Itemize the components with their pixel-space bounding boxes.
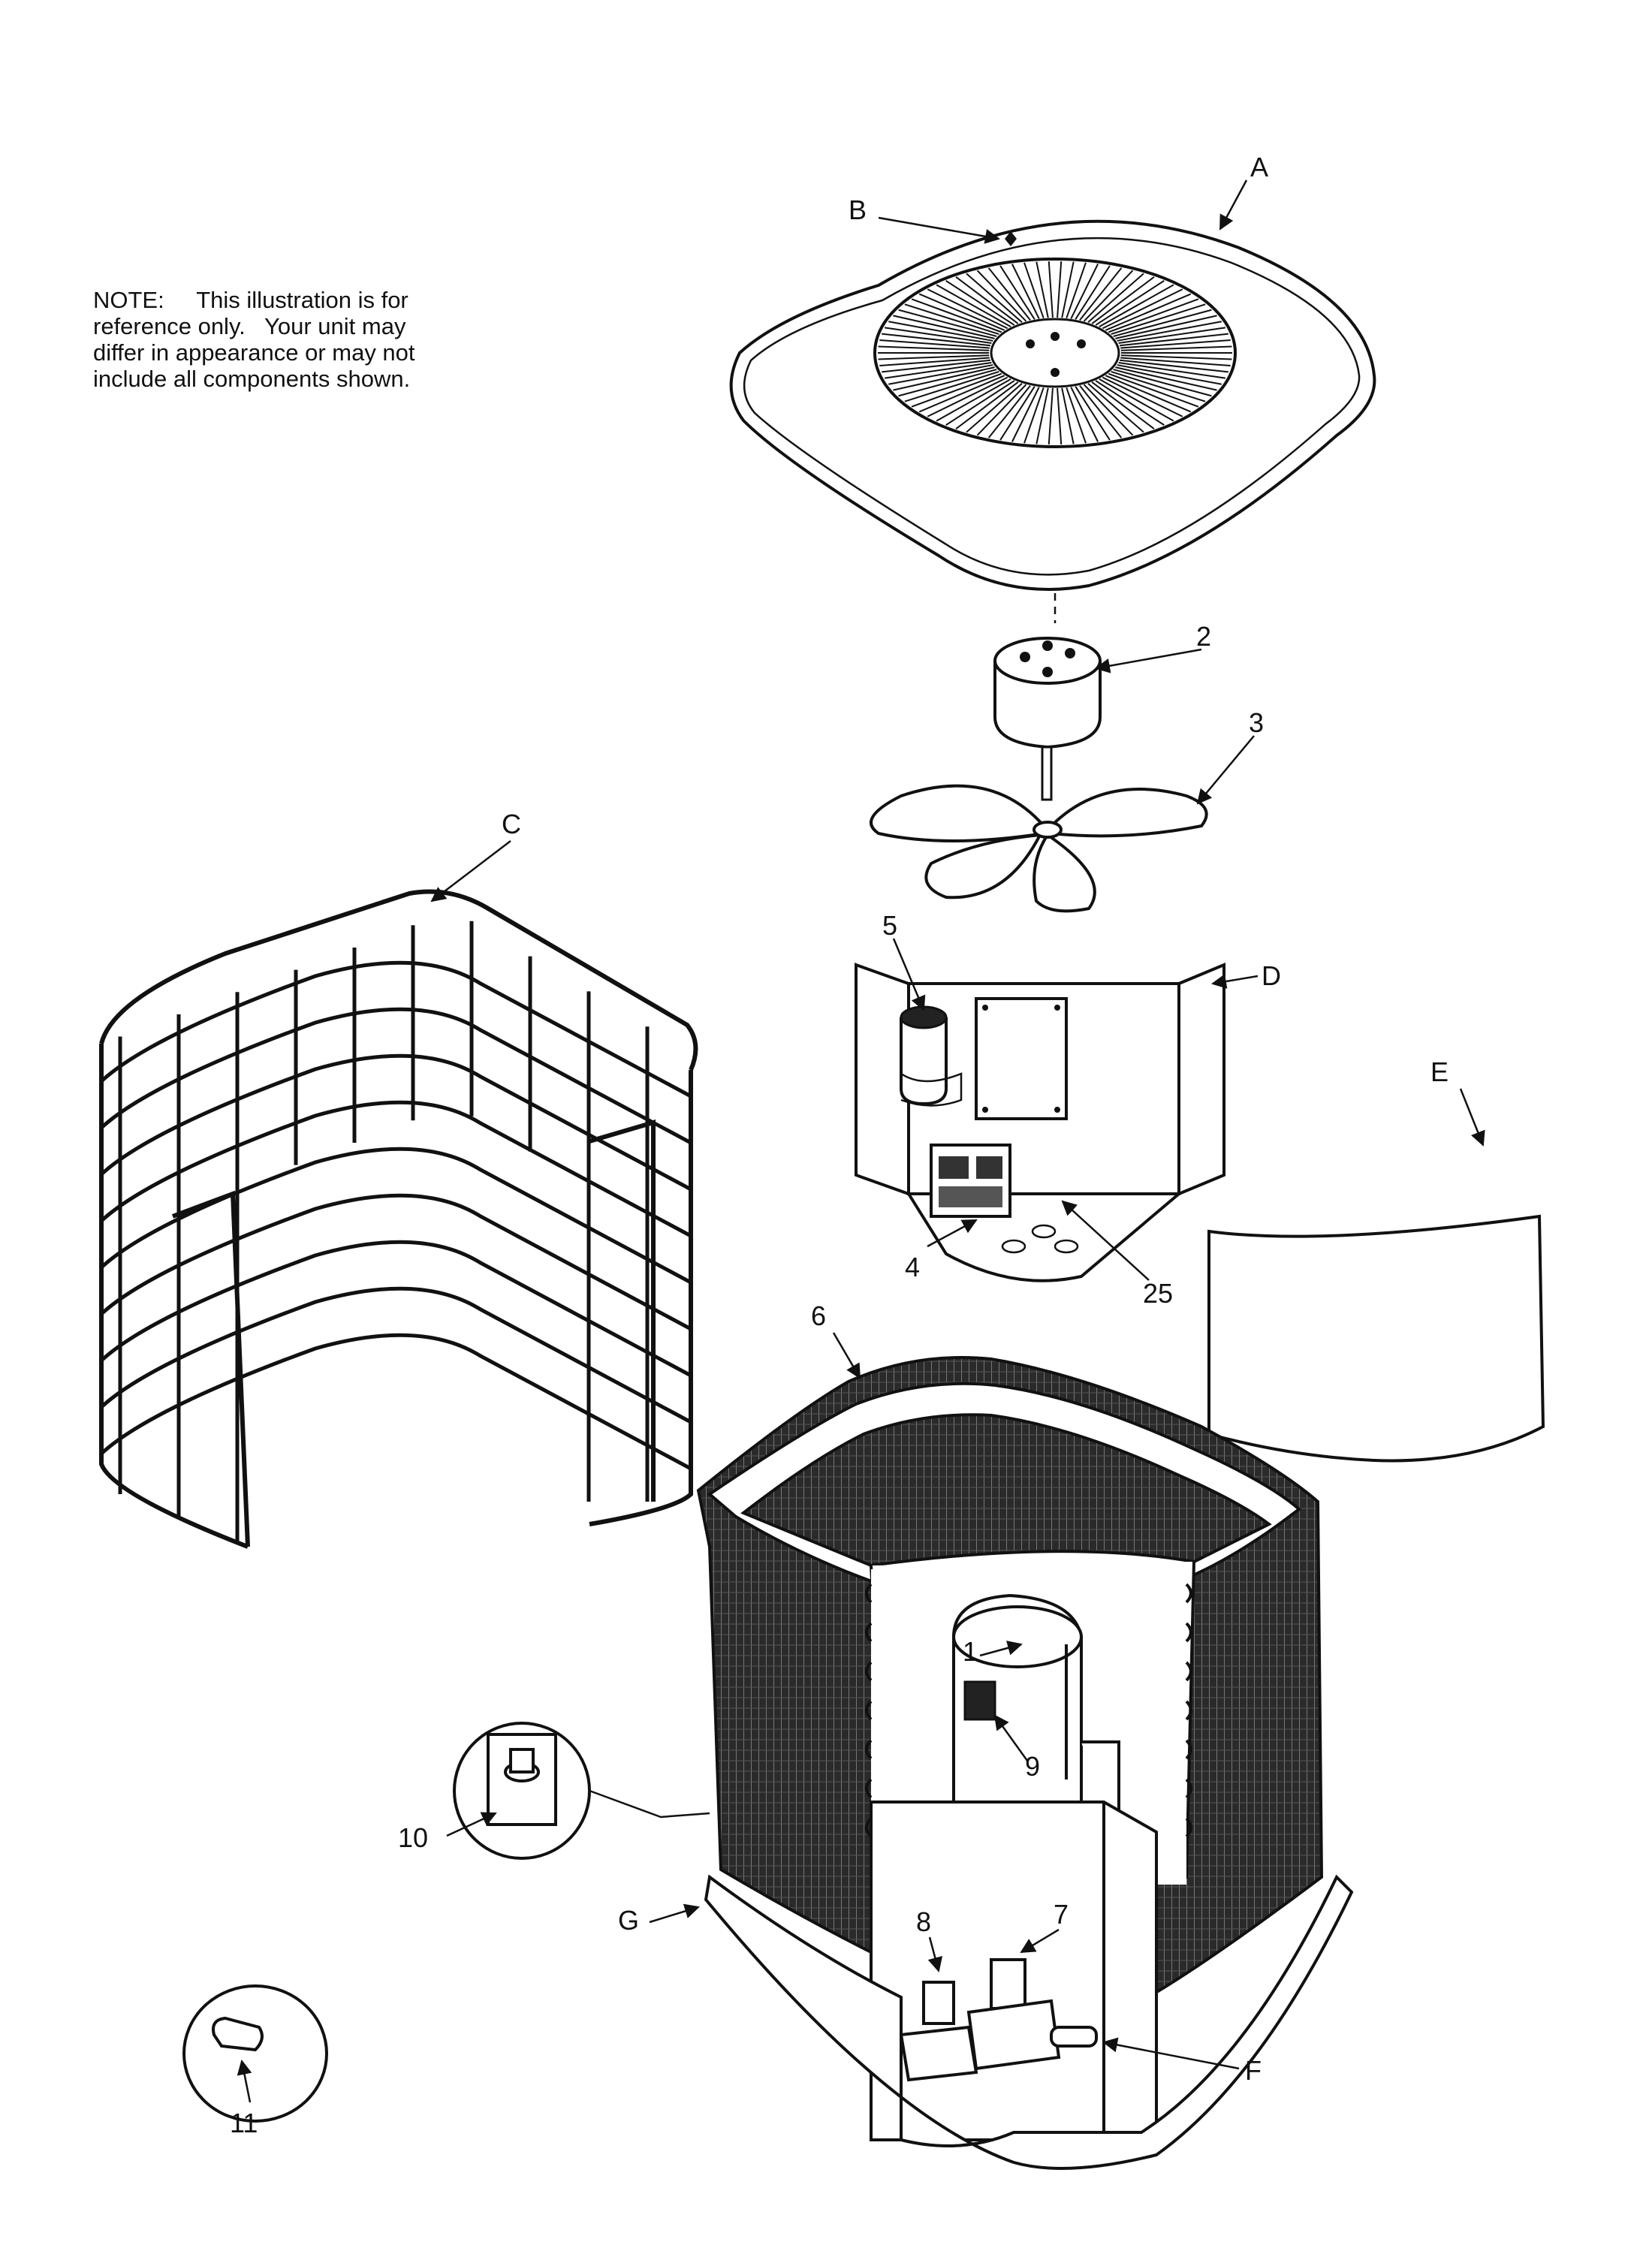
note-line-3: differ in appearance or may not [93, 339, 415, 366]
run-capacitor [900, 1005, 963, 1107]
callout-9: 9 [1025, 1751, 1040, 1782]
callout-7: 7 [1054, 1899, 1069, 1930]
callout-4: 4 [905, 1252, 920, 1282]
fan-blade [870, 784, 1208, 913]
note-line-4: include all components shown. [93, 366, 411, 392]
callout-5: 5 [882, 910, 897, 941]
callout-6: 6 [811, 1300, 826, 1331]
detail-bolt-10 [453, 1722, 710, 1860]
note-line-1: NOTE: This illustration is for [93, 287, 408, 313]
callout-e: E [1430, 1056, 1449, 1087]
callout-labels: A B C D E F G 1 2 3 4 5 6 7 8 9 10 11 25 [230, 152, 1449, 2138]
coil-tube-bends [865, 1583, 1192, 1838]
note-line-2: reference only. Your unit may [93, 313, 406, 339]
callout-a: A [1250, 152, 1268, 182]
callout-g: G [618, 1905, 639, 1936]
callout-8: 8 [916, 1906, 931, 1937]
reference-note: NOTE: This illustration is for reference… [93, 287, 499, 392]
grille-spokes [878, 261, 1232, 444]
callout-1: 1 [963, 1636, 978, 1667]
guard-grid-lines [100, 921, 692, 1541]
callout-3: 3 [1249, 707, 1264, 738]
callout-d: D [1262, 960, 1281, 991]
callout-10: 10 [398, 1822, 428, 1853]
overload-switch [963, 1680, 996, 1721]
service-valves [899, 1958, 1098, 2082]
base-pan-g [704, 1874, 1354, 2170]
detail-fitting-11 [182, 1984, 328, 2123]
fan-motor [993, 637, 1102, 801]
leader-lines [237, 179, 1485, 2103]
wire-guard-c [99, 889, 698, 1549]
screw-b [1005, 231, 1017, 246]
callout-f: F [1245, 2055, 1262, 2086]
callout-11: 11 [230, 2108, 258, 2138]
top-cover-grille [729, 219, 1376, 623]
callout-2: 2 [1196, 621, 1211, 652]
contactor [930, 1144, 1011, 1218]
callout-c: C [502, 809, 521, 839]
callout-25: 25 [1143, 1278, 1173, 1309]
callout-b: B [849, 194, 867, 225]
side-panel-e [1207, 1214, 1545, 1463]
